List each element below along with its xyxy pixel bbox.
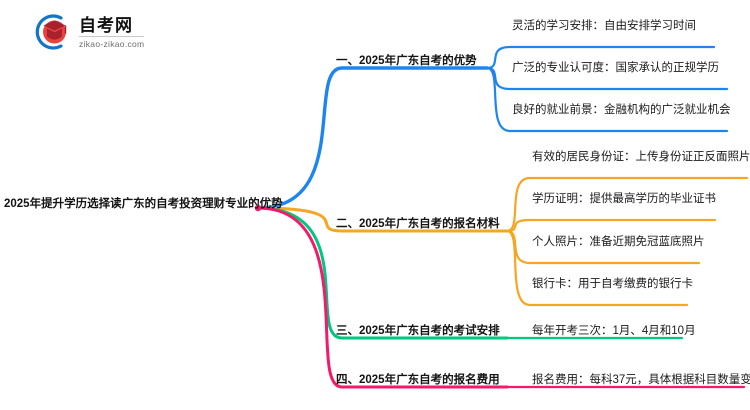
logo-title: 自考网 xyxy=(79,17,145,38)
site-logo: 自考网 zikao-zikao.com xyxy=(30,8,190,56)
mindmap-leaf-node-2-4[interactable]: 银行卡：用于自考缴费的银行卡 xyxy=(532,278,693,290)
mindmap-root-node[interactable]: 2025年提升学历选择读广东的自考投资理财专业的优势 xyxy=(4,198,283,210)
graduation-cap-icon xyxy=(30,11,72,53)
mindmap-leaf-node-2-3[interactable]: 个人照片：准备近期免冠蓝底照片 xyxy=(532,236,705,248)
mindmap-leaf-node-1-3[interactable]: 良好的就业前景：金融机构的广泛就业机会 xyxy=(512,104,731,116)
mindmap-leaf-node-3-1[interactable]: 每年开考三次：1月、4月和10月 xyxy=(532,325,696,337)
mindmap-branch-node-1[interactable]: 一、2025年广东自考的优势 xyxy=(336,55,477,67)
mindmap-leaf-node-4-1[interactable]: 报名费用：每科37元，具体根据科目数量变化 xyxy=(532,374,750,386)
mindmap-leaf-node-1-2[interactable]: 广泛的专业认可度：国家承认的正规学历 xyxy=(512,62,719,74)
mindmap-branch-node-4[interactable]: 四、2025年广东自考的报名费用 xyxy=(336,374,500,386)
mindmap-leaf-node-2-1[interactable]: 有效的居民身份证：上传身份证正反面照片 xyxy=(532,151,750,163)
mindmap-leaf-node-1-1[interactable]: 灵活的学习安排：自由安排学习时间 xyxy=(512,20,696,32)
mindmap-leaf-node-2-2[interactable]: 学历证明：提供最高学历的毕业证书 xyxy=(532,193,716,205)
mindmap-branch-node-2[interactable]: 二、2025年广东自考的报名材料 xyxy=(336,218,500,230)
logo-subtitle: zikao-zikao.com xyxy=(79,39,145,50)
mindmap-branch-node-3[interactable]: 三、2025年广东自考的考试安排 xyxy=(336,325,500,337)
